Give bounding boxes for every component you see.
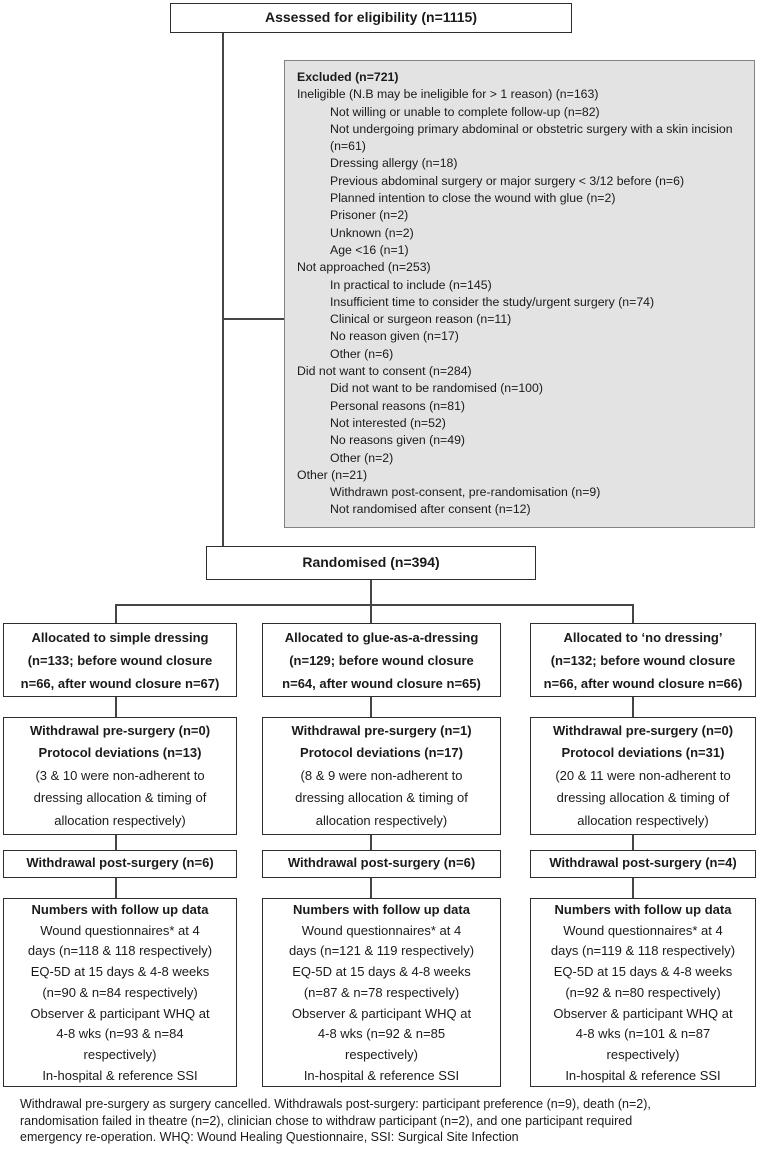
excluded-item: Prisoner (n=2) (330, 208, 409, 223)
column-glue-dressing: Allocated to glue-as-a-dressing (n=129; … (262, 623, 501, 1087)
excluded-box: Excluded (n=721) Ineligible (N.B may be … (284, 60, 755, 528)
withdrawal-heading: Withdrawal pre-surgery (n=1) Protocol de… (291, 723, 472, 761)
connector-line (222, 33, 224, 546)
column-simple-dressing: Allocated to simple dressing (n=133; bef… (3, 623, 237, 1087)
excluded-item: Dressing allergy (n=18) (330, 156, 458, 171)
excluded-item: In practical to include (n=145) (330, 277, 492, 292)
withdrawal-heading: Withdrawal pre-surgery (n=0) Protocol de… (552, 723, 734, 761)
excluded-item: Insufficient time to consider the study/… (330, 294, 655, 309)
post-surgery-text: Withdrawal post-surgery (n=6) (26, 855, 214, 870)
assessed-eligibility-box: Assessed for eligibility (n=1115) (170, 3, 572, 33)
randomised-text: Randomised (n=394) (302, 554, 440, 570)
post-surgery-text: Withdrawal post-surgery (n=6) (287, 855, 476, 870)
followup-body: Wound questionnaires* at 4 days (n=121 &… (288, 922, 475, 1083)
connector-line (222, 318, 284, 320)
connector-line (632, 835, 634, 850)
withdrawal-post-surgery-box: Withdrawal post-surgery (n=4) (530, 850, 756, 878)
allocation-text: Allocated to glue-as-a-dressing (n=129; … (282, 630, 481, 691)
allocation-text: Allocated to ‘no dressing’ (n=132; befor… (543, 630, 743, 691)
withdrawal-pre-surgery-box: Withdrawal pre-surgery (n=1) Protocol de… (262, 717, 501, 835)
followup-data-box: Numbers with follow up data Wound questi… (262, 898, 501, 1087)
post-surgery-text: Withdrawal post-surgery (n=4) (549, 855, 737, 870)
followup-body: Wound questionnaires* at 4 days (n=119 &… (550, 922, 736, 1083)
randomised-box: Randomised (n=394) (206, 546, 536, 580)
withdrawal-note: (20 & 11 were non-adherent to dressing a… (555, 767, 731, 828)
excluded-item: Age <16 (n=1) (330, 242, 409, 257)
connector-line (115, 604, 633, 606)
excluded-item: Clinical or surgeon reason (n=11) (330, 312, 512, 327)
followup-data-box: Numbers with follow up data Wound questi… (530, 898, 756, 1087)
allocation-box: Allocated to glue-as-a-dressing (n=129; … (262, 623, 501, 697)
withdrawal-heading: Withdrawal pre-surgery (n=0) Protocol de… (29, 723, 211, 761)
excluded-item: Not willing or unable to complete follow… (330, 104, 600, 119)
withdrawal-note: (8 & 9 were non-adherent to dressing all… (295, 767, 468, 828)
connector-line (115, 697, 117, 717)
excluded-item: Unknown (n=2) (330, 225, 414, 240)
withdrawal-pre-surgery-box: Withdrawal pre-surgery (n=0) Protocol de… (3, 717, 237, 835)
followup-title: Numbers with follow up data (293, 902, 470, 917)
connector-line (115, 835, 117, 850)
footnote-text: Withdrawal pre-surgery as surgery cancel… (20, 1097, 651, 1144)
column-no-dressing: Allocated to ‘no dressing’ (n=132; befor… (530, 623, 756, 1087)
connector-line (370, 697, 372, 717)
withdrawal-pre-surgery-box: Withdrawal pre-surgery (n=0) Protocol de… (530, 717, 756, 835)
connector-line (632, 697, 634, 717)
excluded-item: Not approached (n=253) (297, 260, 431, 275)
connector-line (115, 878, 117, 898)
excluded-item: Not interested (n=52) (330, 415, 446, 430)
connector-line (370, 604, 372, 623)
withdrawal-note: (3 & 10 were non-adherent to dressing al… (33, 767, 207, 828)
connector-line (370, 835, 372, 850)
withdrawal-post-surgery-box: Withdrawal post-surgery (n=6) (262, 850, 501, 878)
excluded-item: Not randomised after consent (n=12) (330, 502, 531, 517)
excluded-item: Withdrawn post-consent, pre-randomisatio… (330, 485, 601, 500)
followup-data-box: Numbers with follow up data Wound questi… (3, 898, 237, 1087)
followup-body: Wound questionnaires* at 4 days (n=118 &… (27, 922, 213, 1083)
allocation-text: Allocated to simple dressing (n=133; bef… (20, 630, 220, 691)
excluded-item: Planned intention to close the wound wit… (330, 191, 616, 206)
excluded-item: Not undergoing primary abdominal or obst… (330, 121, 733, 154)
allocation-box: Allocated to simple dressing (n=133; bef… (3, 623, 237, 697)
connector-line (632, 878, 634, 898)
excluded-item: Did not want to be randomised (n=100) (330, 381, 543, 396)
excluded-item: Other (n=6) (330, 346, 394, 361)
excluded-item: Other (n=2) (330, 450, 394, 465)
followup-title: Numbers with follow up data (554, 902, 732, 917)
excluded-item: Did not want to consent (n=284) (297, 364, 472, 379)
excluded-list: Ineligible (N.B may be ineligible for > … (297, 86, 742, 518)
excluded-title: Excluded (n=721) (297, 70, 399, 84)
assessed-eligibility-text: Assessed for eligibility (n=1115) (264, 9, 478, 25)
excluded-item: Personal reasons (n=81) (330, 398, 466, 413)
connector-line (632, 604, 634, 623)
excluded-item: Previous abdominal surgery or major surg… (330, 173, 685, 188)
excluded-item: No reason given (n=17) (330, 329, 459, 344)
connector-line (370, 878, 372, 898)
connector-line (115, 604, 117, 623)
connector-line (370, 580, 372, 604)
excluded-item: No reasons given (n=49) (330, 433, 466, 448)
allocation-box: Allocated to ‘no dressing’ (n=132; befor… (530, 623, 756, 697)
withdrawal-post-surgery-box: Withdrawal post-surgery (n=6) (3, 850, 237, 878)
followup-title: Numbers with follow up data (31, 902, 209, 917)
excluded-item: Ineligible (N.B may be ineligible for > … (297, 87, 599, 102)
excluded-item: Other (n=21) (297, 467, 368, 482)
